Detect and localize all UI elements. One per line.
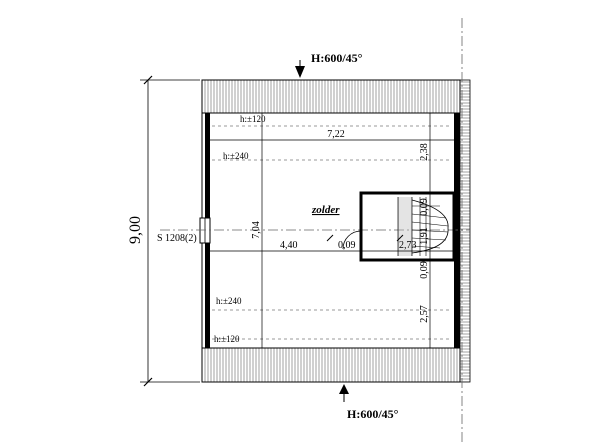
door-swing	[342, 230, 362, 250]
dim-right-stair: 1,91	[419, 227, 430, 245]
stair-enclosure	[359, 191, 456, 262]
dim-right-gap-bottom: 0,09	[419, 261, 430, 279]
height-label-top-240: h:±240	[223, 151, 249, 161]
height-label-bottom-240: h:±240	[216, 296, 242, 306]
dim-left-to-stair: 4,40	[280, 240, 298, 251]
height-lines	[212, 125, 452, 340]
arrow-bottom-icon	[339, 384, 349, 402]
height-label-top-120: h:±120	[240, 114, 266, 124]
gable-wall-right	[459, 79, 471, 383]
dim-right-gap-top: 0,09	[419, 198, 430, 216]
dimension-lines	[210, 113, 454, 348]
dim-width-top: 7,22	[327, 129, 345, 140]
window-left	[199, 217, 211, 244]
roof-top-label: H:600/45°	[311, 51, 363, 65]
dim-right-bottom: 2,57	[419, 305, 430, 323]
height-label-bottom-120: h:±120	[214, 334, 240, 344]
overall-dimension	[140, 75, 200, 387]
dim-inner-height: 7,04	[251, 221, 262, 239]
roof-bottom-label: H:600/45°	[347, 407, 399, 421]
dim-right-top: 2,38	[419, 143, 430, 161]
arrow-top-icon	[295, 60, 305, 78]
roof-overhang-bottom	[201, 347, 461, 383]
window-label: S 1208(2)	[157, 233, 197, 244]
room-label: zolder	[311, 204, 340, 216]
overall-dimension-label: 9,00	[127, 216, 144, 244]
center-axis	[160, 18, 470, 445]
roof-overhang-top	[201, 79, 461, 114]
dim-stair-gap: 0,09	[338, 240, 356, 251]
dim-stair-width: 2,73	[399, 240, 417, 251]
